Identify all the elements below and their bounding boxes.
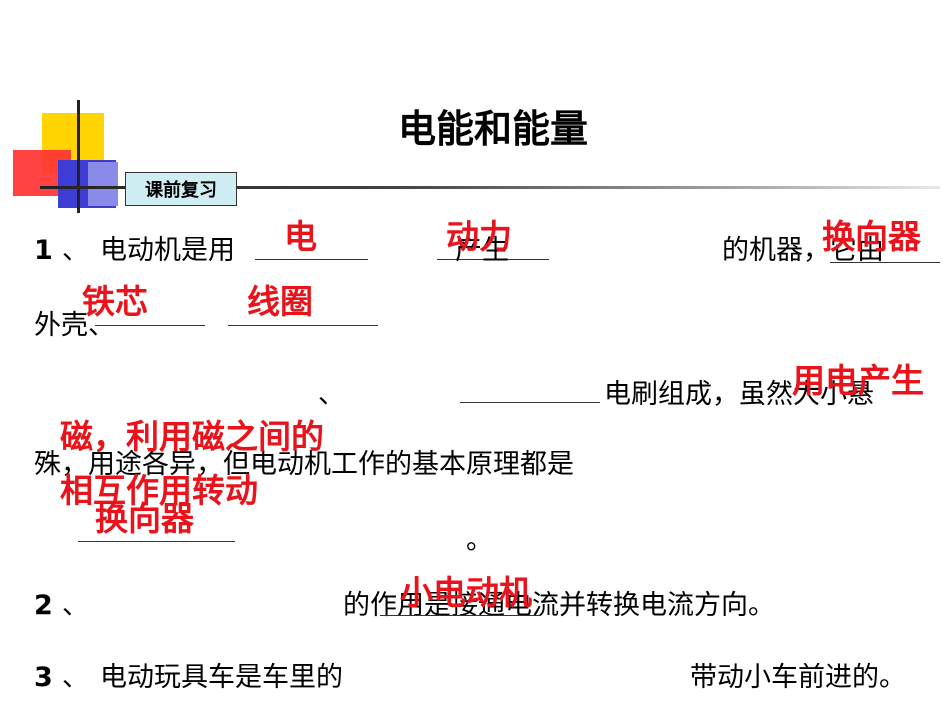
blank-line-3	[830, 262, 940, 263]
answer-4: 铁芯	[82, 282, 148, 321]
answer-7: 磁，利用磁之间的	[60, 417, 324, 456]
q1-sep: 、	[62, 235, 89, 266]
answer-9: 换向器	[95, 499, 194, 538]
q1-text-7: 殊，用途各异，但电动机工作的基本原理都是	[34, 449, 574, 480]
q1-text-1: 电动机是用	[100, 235, 235, 266]
answer-2: 动力	[446, 217, 512, 256]
q1-text-5: 、	[318, 379, 345, 410]
answer-10: 小电动机	[400, 573, 532, 612]
q1-text-8: 。	[466, 525, 493, 556]
q1-text-2: 产生	[455, 235, 509, 266]
blank-line-1	[255, 259, 368, 260]
q1-number: 1	[34, 235, 53, 266]
blank-line-6	[460, 402, 600, 403]
section-tag: 课前复习	[125, 172, 237, 206]
q3-number: 3	[34, 662, 53, 693]
answer-8: 相互作用转动	[60, 471, 258, 510]
decor-vertical-line	[77, 100, 80, 213]
q2-sep: 、	[62, 590, 89, 621]
blank-line-2	[437, 259, 549, 260]
answer-5: 线圈	[247, 282, 313, 321]
blank-line-8	[380, 615, 540, 616]
decor-blue-square-light	[88, 162, 118, 206]
decor-horizontal-line	[40, 186, 940, 189]
answer-3: 换向器	[822, 217, 921, 256]
blank-line-4	[95, 325, 205, 326]
q1-text-6: 电刷组成，虽然大小悬	[604, 379, 874, 410]
q1-text-3: 的机器，它由	[722, 235, 884, 266]
q3-sep: 、	[62, 662, 89, 693]
answer-1: 电	[284, 217, 317, 256]
blank-line-5	[228, 325, 378, 326]
blank-line-7	[78, 541, 235, 542]
q3-text-2: 带动小车前进的。	[690, 662, 906, 693]
page-title: 电能和能量	[397, 107, 588, 151]
answer-6: 用电产生	[792, 361, 924, 400]
q2-number: 2	[34, 590, 53, 621]
q2-text-1: 的作用是接通电流并转换电流方向。	[343, 590, 775, 621]
q3-text-1: 电动玩具车是车里的	[100, 662, 343, 693]
